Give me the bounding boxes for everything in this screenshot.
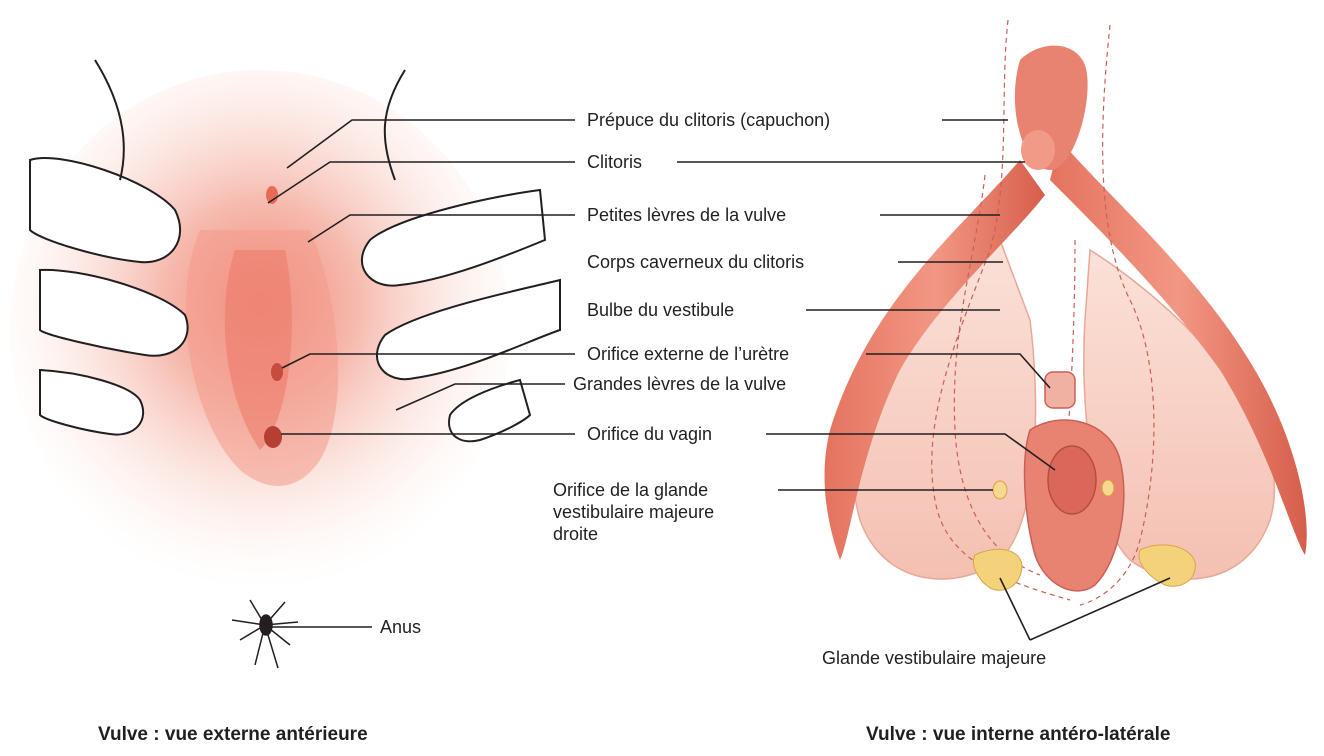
label-anus: Anus bbox=[380, 617, 421, 638]
label-orifice-glande-line1: Orifice de la glande bbox=[553, 480, 708, 501]
gland-opening-right bbox=[993, 481, 1007, 499]
label-orifice-glande-line3: droite bbox=[553, 524, 598, 545]
external-view-illustration bbox=[10, 60, 560, 668]
label-petites-levres: Petites lèvres de la vulve bbox=[587, 205, 786, 226]
urethral-opening bbox=[271, 363, 283, 381]
internal-view-illustration bbox=[825, 20, 1307, 605]
label-orifice-uretre: Orifice externe de l’urètre bbox=[587, 344, 789, 365]
label-grandes-levres: Grandes lèvres de la vulve bbox=[573, 374, 786, 395]
label-clitoris: Clitoris bbox=[587, 152, 642, 173]
label-corps-caverneux: Corps caverneux du clitoris bbox=[587, 252, 804, 273]
clitoral-glans bbox=[1021, 130, 1055, 170]
leader-glande-left bbox=[1000, 578, 1030, 640]
label-glande-vestibulaire: Glande vestibulaire majeure bbox=[822, 648, 1046, 669]
urethra bbox=[1045, 372, 1075, 408]
label-prepuce: Prépuce du clitoris (capuchon) bbox=[587, 110, 830, 131]
caption-external-view: Vulve : vue externe antérieure bbox=[98, 724, 368, 746]
vagina-lumen bbox=[1048, 446, 1096, 514]
vaginal-opening bbox=[264, 426, 282, 448]
label-orifice-glande-line2: vestibulaire majeure bbox=[553, 502, 714, 523]
caption-internal-view: Vulve : vue interne antéro-latérale bbox=[866, 724, 1170, 746]
label-bulbe: Bulbe du vestibule bbox=[587, 300, 734, 321]
anus-mark bbox=[232, 600, 298, 668]
vestibular-gland-right bbox=[973, 549, 1022, 590]
leader-glande-right bbox=[1030, 578, 1170, 640]
gland-opening-left bbox=[1102, 480, 1114, 496]
label-orifice-vagin: Orifice du vagin bbox=[587, 424, 712, 445]
